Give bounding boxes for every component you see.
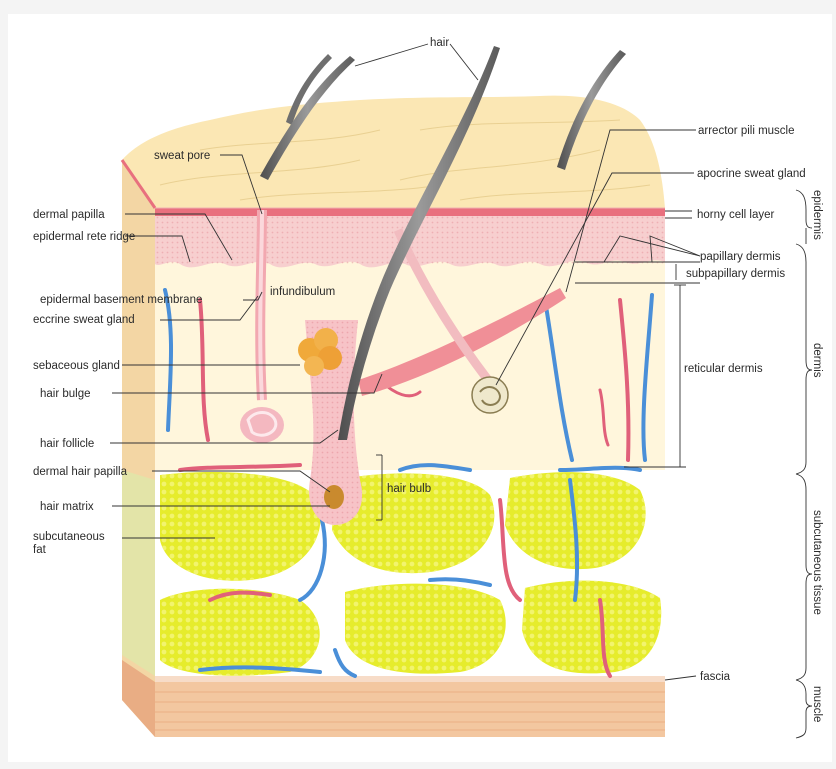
label-dermal-papilla: dermal papilla bbox=[33, 209, 105, 221]
muscle-layer bbox=[155, 682, 665, 737]
label-hair-bulge: hair bulge bbox=[40, 388, 91, 400]
dermal-hair-papilla-shape bbox=[324, 485, 344, 509]
label-subpapillary-dermis: subpapillary dermis bbox=[686, 268, 785, 280]
label-papillary-dermis: papillary dermis bbox=[700, 251, 781, 263]
layer-label-muscle: muscle bbox=[811, 686, 823, 722]
diagram-sheet: hair arrector pili muscle sweat pore apo… bbox=[8, 14, 832, 762]
fascia-layer bbox=[155, 676, 665, 682]
label-arrector-pili-muscle: arrector pili muscle bbox=[698, 125, 795, 137]
label-dermal-hair-papilla: dermal hair papilla bbox=[33, 466, 128, 478]
label-subcutaneous-fat-line2: fat bbox=[33, 544, 47, 556]
label-hair-bulb: hair bulb bbox=[387, 483, 431, 495]
layer-label-epidermis: epidermis bbox=[811, 190, 823, 240]
label-apocrine-sweat-gland: apocrine sweat gland bbox=[697, 168, 806, 180]
label-fascia: fascia bbox=[700, 671, 731, 683]
label-epidermal-basement-membrane: epidermal basement membrane bbox=[40, 294, 202, 306]
label-sebaceous-gland: sebaceous gland bbox=[33, 360, 120, 372]
label-sweat-pore: sweat pore bbox=[154, 150, 210, 162]
label-reticular-dermis: reticular dermis bbox=[684, 363, 763, 375]
label-horny-cell-layer: horny cell layer bbox=[697, 209, 775, 221]
label-epidermal-rete-ridge: epidermal rete ridge bbox=[33, 231, 135, 243]
label-subcutaneous-fat-line1: subcutaneous bbox=[33, 531, 105, 543]
label-infundibulum: infundibulum bbox=[270, 286, 335, 298]
layer-label-subcutaneous-tissue: subcutaneous tissue bbox=[811, 510, 823, 615]
label-hair-matrix: hair matrix bbox=[40, 501, 94, 513]
layer-label-dermis: dermis bbox=[811, 343, 823, 378]
label-hair-follicle: hair follicle bbox=[40, 438, 94, 450]
layer-labels: epidermis dermis subcutaneous tissue mus… bbox=[811, 190, 823, 722]
label-hair: hair bbox=[430, 37, 449, 49]
layer-bracket bbox=[796, 190, 812, 738]
label-eccrine-sweat-gland: eccrine sweat gland bbox=[33, 314, 135, 326]
skin-cross-section-diagram: hair arrector pili muscle sweat pore apo… bbox=[8, 14, 832, 762]
left-fat-face bbox=[122, 470, 155, 676]
